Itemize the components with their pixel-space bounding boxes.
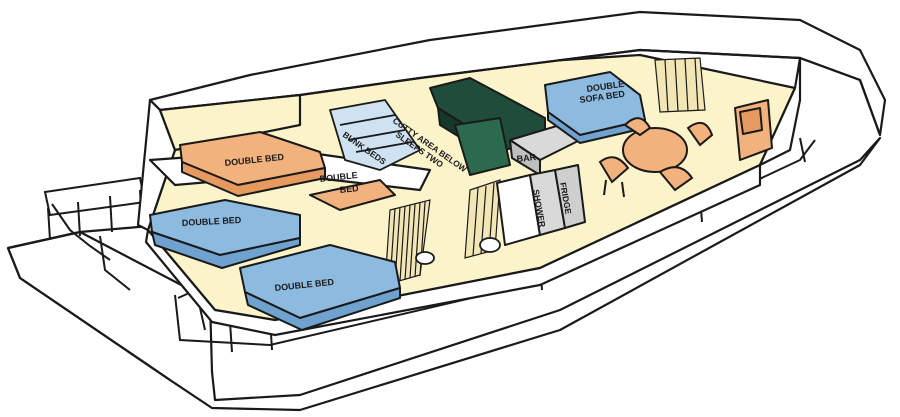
double-sofa-bed — [544, 71, 646, 144]
shower-fridge — [496, 164, 586, 246]
label-small-double-bed-1: DOUBLE — [319, 170, 358, 184]
label-small-double-bed-2: BED — [339, 183, 359, 195]
label-bar: BAR — [516, 152, 537, 164]
small-double-bed — [309, 179, 396, 211]
hull — [6, 136, 882, 412]
fixtures — [415, 237, 501, 265]
upper-double-bed — [179, 131, 326, 197]
lower-double-bed-1 — [149, 199, 301, 269]
bunk-beds — [329, 99, 421, 171]
dining-table — [598, 117, 714, 198]
label-lower-double-bed-1: DOUBLE BED — [182, 215, 242, 228]
helm-cabinet — [734, 99, 773, 161]
galley-counter — [429, 77, 546, 176]
lower-double-bed-2 — [239, 244, 401, 331]
